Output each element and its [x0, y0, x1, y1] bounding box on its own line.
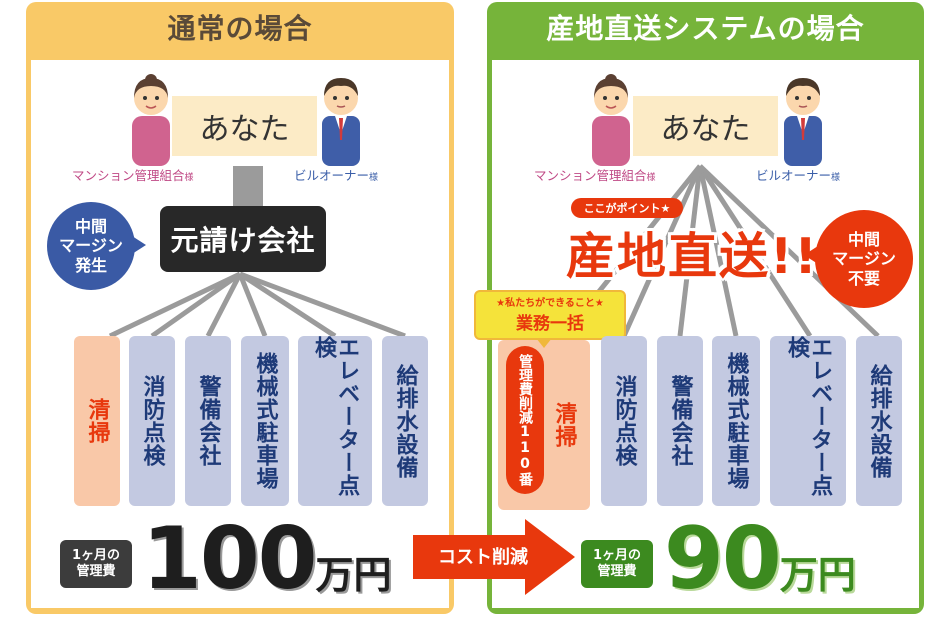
left-service-parking: 機械式駐車場 [241, 336, 289, 506]
left-caption-mansion: マンション管理組合様 [72, 168, 194, 183]
right-you-box: あなた [633, 96, 778, 156]
right-service-fire-inspection: 消防点検 [601, 336, 647, 506]
right-service-parking: 機械式駐車場 [712, 336, 760, 506]
no-margin-line-3: 不要 [847, 268, 880, 288]
right-service-plumbing: 給排水設備 [856, 336, 902, 506]
management-cost-reduction-tag: 管理費削減110番 [506, 346, 544, 494]
man-avatar-icon [322, 78, 360, 166]
normal-case-title: 通常の場合 [167, 12, 313, 45]
right-caption-mansion: マンション管理組合様 [534, 168, 656, 183]
no-margin-line-2: マージン [832, 249, 896, 269]
cost-reduction-label: コスト削減 [438, 547, 528, 568]
cost-reduction-arrow [413, 519, 575, 595]
left-you-box: あなた [172, 96, 317, 156]
prime-contractor-box: 元請け会社 [160, 206, 326, 272]
left-service-security: 警備会社 [185, 336, 231, 506]
direct-delivery-headline: 産地直送!! [566, 228, 819, 285]
left-caption-owner: ビルオーナー様 [294, 168, 379, 183]
bundled-service-note: ★私たちができること★ [496, 298, 604, 309]
left-service-cleaning: 清掃 [74, 336, 120, 506]
key-point-pill: ここがポイント★ [571, 198, 683, 218]
margin-line-1: 中間 [74, 217, 107, 237]
margin-line-3: 発生 [74, 255, 107, 275]
bundled-service-tag: ★私たちができること★ 業務一括 [474, 290, 626, 348]
left-service-plumbing: 給排水設備 [382, 336, 428, 506]
right-caption-owner: ビルオーナー様 [756, 168, 841, 183]
right-monthly-fee-badge: 1ヶ月の管理費 [581, 540, 653, 588]
no-margin-line-1: 中間 [847, 230, 880, 250]
right-fee-amount: 90万円 [664, 509, 856, 609]
no-margin-bubble: 中間 マージン 不要 [804, 210, 913, 308]
woman-avatar-icon [132, 74, 170, 166]
direct-system-title: 産地直送システムの場合 [546, 12, 865, 45]
left-fee-amount: 100万円 [142, 509, 392, 609]
left-service-fire-inspection: 消防点検 [129, 336, 175, 506]
man-avatar-icon [784, 78, 822, 166]
left-service-elevator: エレベーター点検 [298, 336, 372, 506]
margin-line-2: マージン [59, 236, 123, 256]
left-monthly-fee-badge: 1ヶ月の管理費 [60, 540, 132, 588]
margin-occurs-bubble: 中間 マージン 発生 [47, 202, 146, 290]
bundled-service-label: 業務一括 [516, 314, 584, 334]
right-service-elevator: エレベーター点検 [770, 336, 846, 506]
woman-avatar-icon [592, 74, 630, 166]
right-service-security: 警備会社 [657, 336, 703, 506]
